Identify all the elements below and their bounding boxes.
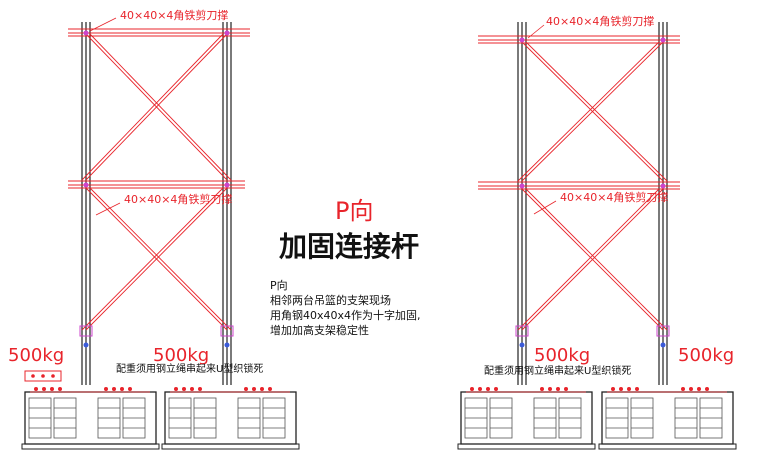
right-mast-b xyxy=(658,22,668,385)
left-joints xyxy=(79,30,234,348)
right-mast-a xyxy=(517,22,527,385)
desc-line-4: 增加加高支架稳定性 xyxy=(270,323,369,337)
left-mast-b xyxy=(222,22,232,385)
right-cross-braces xyxy=(517,41,668,331)
title-main: 加固连接杆 xyxy=(279,230,419,263)
desc-line-2: 相邻两台吊篮的支架现场 xyxy=(270,293,391,307)
leader-line xyxy=(95,202,121,216)
leader-line xyxy=(533,200,557,215)
leader-line xyxy=(527,24,545,39)
right-horizontal-braces xyxy=(478,35,680,190)
counterweight-note-right: 配重须用钢立绳串起来U型织锁死 xyxy=(484,364,631,377)
brace-label-top-left: 40×40×4角铁剪刀撑 xyxy=(120,8,228,22)
brace-label-mid-left: 40×40×4角铁剪刀撑 xyxy=(124,192,232,206)
left-cross-braces xyxy=(81,33,232,331)
title-direction: P向 xyxy=(335,197,373,225)
weight-label-3: 500kg xyxy=(534,345,590,366)
right-base-unit-2 xyxy=(598,387,737,450)
right-joints xyxy=(515,37,670,348)
left-assembly: 40×40×4角铁剪刀撑 40×40×4角铁剪刀撑 500kg 500kg 配重… xyxy=(8,8,300,450)
brace-label-top-right: 40×40×4角铁剪刀撑 xyxy=(546,14,654,28)
weight-label-2: 500kg xyxy=(153,345,209,366)
left-base-unit-2 xyxy=(161,387,300,450)
weight-label-4: 500kg xyxy=(678,345,734,366)
desc-line-1: P向 xyxy=(270,278,288,292)
loose-counterweight xyxy=(24,370,62,382)
weight-label-1: 500kg xyxy=(8,345,64,366)
counterweight-note-left: 配重须用钢立绳串起来U型织锁死 xyxy=(116,362,263,375)
right-assembly: 40×40×4角铁剪刀撑 40×40×4角铁剪刀撑 500kg 500kg 配重… xyxy=(457,14,737,450)
desc-line-3: 用角钢40x40x4作为十字加固, xyxy=(270,308,421,322)
left-base-unit-1 xyxy=(21,387,160,450)
leader-line xyxy=(89,17,117,32)
left-horizontal-braces xyxy=(68,28,250,189)
brace-label-mid-right: 40×40×4角铁剪刀撑 xyxy=(560,190,668,204)
right-base-unit-1 xyxy=(457,387,596,450)
left-mast-a xyxy=(81,22,91,385)
